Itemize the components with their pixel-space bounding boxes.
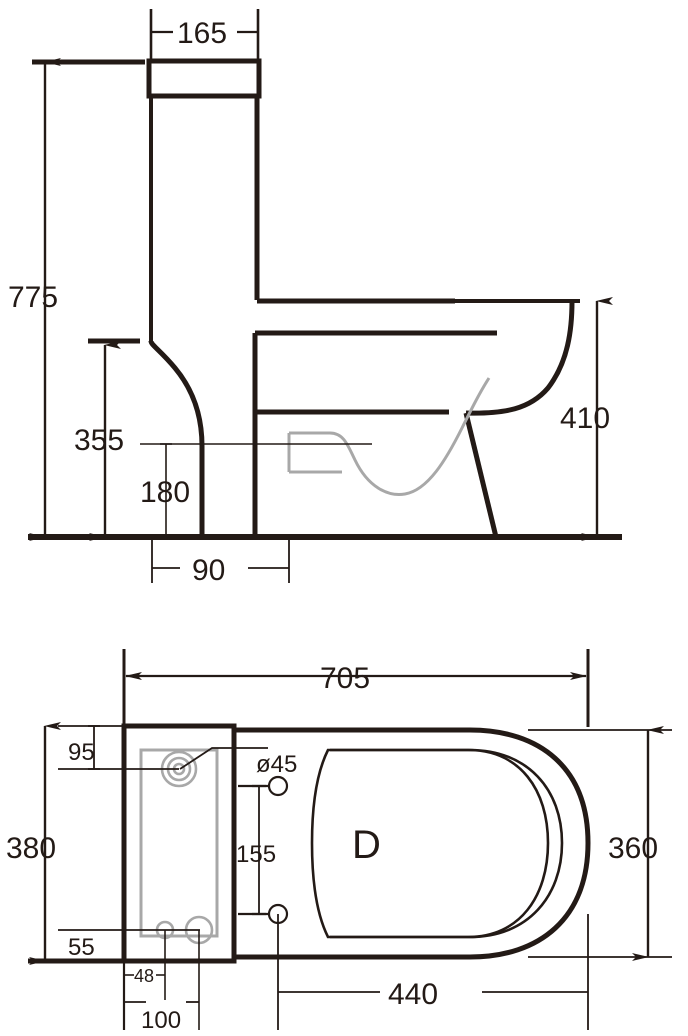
plan-bowl-outline bbox=[234, 727, 591, 960]
dimension-360: 360 bbox=[528, 726, 672, 961]
bowl-rim bbox=[252, 299, 580, 537]
dimension-705-label: 705 bbox=[320, 662, 370, 695]
dimension-380-label: 380 bbox=[6, 832, 56, 865]
bowl-interior-trapway bbox=[287, 377, 491, 497]
dimension-55-label: 55 bbox=[68, 934, 95, 961]
cistern-lid bbox=[146, 58, 262, 99]
dimension-705: 705 bbox=[122, 649, 590, 727]
dimension-48-label: 48 bbox=[134, 966, 154, 986]
dimension-90-label: 90 bbox=[192, 554, 225, 587]
dimension-775-label: 775 bbox=[8, 281, 58, 314]
dimension-410-label: 410 bbox=[560, 402, 610, 435]
dimension-180-label: 180 bbox=[140, 476, 190, 509]
cistern-skirt-curve bbox=[148, 340, 205, 537]
dimension-95-label: 95 bbox=[68, 739, 95, 766]
dimension-775: 775 bbox=[8, 58, 61, 541]
dimension-155-label: 155 bbox=[236, 841, 276, 868]
dimension-410: 410 bbox=[560, 297, 613, 541]
side-elevation-view: 775 355 180 165 90 bbox=[8, 9, 622, 587]
dimension-440-label: 440 bbox=[388, 978, 438, 1011]
dimension-100-label: 100 bbox=[141, 1007, 181, 1034]
dimension-440: 440 bbox=[277, 914, 589, 1030]
diameter-45-label: ø45 bbox=[256, 751, 297, 778]
dimension-90: 90 bbox=[151, 537, 290, 587]
plan-view: ø45 D 155 bbox=[6, 649, 672, 1034]
dimension-355: 355 bbox=[74, 341, 124, 541]
dimension-180: 180 bbox=[140, 443, 190, 538]
dimension-55: 55 bbox=[58, 929, 200, 961]
bowl-front-profile bbox=[463, 300, 575, 538]
plan-seat-outline bbox=[310, 748, 564, 939]
dimension-165-label: 165 bbox=[177, 17, 227, 50]
dimension-155: 155 bbox=[236, 784, 276, 916]
dimension-165: 165 bbox=[149, 9, 260, 62]
dimension-360-label: 360 bbox=[608, 832, 658, 865]
dimension-48: 48 bbox=[122, 930, 200, 1030]
seat-shape-label: D bbox=[352, 823, 381, 867]
dimension-95: 95 bbox=[58, 725, 180, 770]
dimension-355-label: 355 bbox=[74, 424, 124, 457]
dimension-380: 380 bbox=[6, 722, 124, 965]
dimension-100: 100 bbox=[124, 1001, 199, 1034]
diameter-45-leader: ø45 bbox=[179, 747, 297, 778]
